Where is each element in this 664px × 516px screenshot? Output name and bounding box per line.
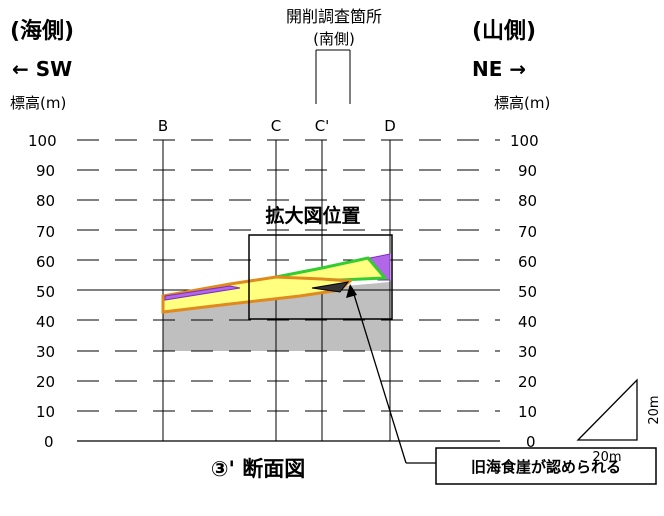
- mountain-direction-label: NE →: [472, 57, 526, 81]
- column-label-c-prime: C': [315, 117, 330, 135]
- left-tick: 0: [44, 433, 54, 451]
- right-tick: 70: [518, 223, 537, 241]
- left-tick: 80: [36, 192, 55, 210]
- dark-wedge: [311, 281, 350, 293]
- mountain-side-label: (山側): [472, 19, 536, 44]
- right-tick: 0: [526, 433, 536, 451]
- left-axis-unit: 標高(m): [10, 94, 66, 112]
- right-tick: 40: [518, 313, 537, 331]
- right-tick: 50: [518, 283, 537, 301]
- right-tick: 20: [518, 373, 537, 391]
- right-tick: 60: [518, 253, 537, 271]
- left-tick-labels: 100 90 80 70 60 50 40 30 20 10 0: [28, 132, 57, 451]
- scale-vertical-label: 20m: [647, 395, 662, 424]
- horizontal-grid: [77, 139, 500, 412]
- left-tick: 40: [36, 313, 55, 331]
- sea-side-label: (海側): [10, 18, 74, 44]
- left-tick: 100: [28, 132, 57, 150]
- scale-horizontal-label: 20m: [592, 450, 621, 465]
- right-tick: 10: [518, 403, 537, 421]
- left-tick: 90: [36, 162, 55, 180]
- scale-triangle: [576, 378, 638, 441]
- trench-sub-label: (南側): [313, 30, 355, 48]
- right-tick: 100: [510, 132, 539, 150]
- callout-text: 旧海食崖が認められる: [471, 458, 621, 476]
- callout-leader: [351, 287, 436, 464]
- callout-arrowhead: [346, 284, 357, 298]
- callout-box: [435, 447, 657, 485]
- sea-direction-label: ← SW: [12, 57, 72, 81]
- purple-lower-layer: [164, 285, 241, 301]
- right-axis-unit: 標高(m): [494, 94, 550, 112]
- trench-bracket: [315, 49, 351, 104]
- column-label-d: D: [384, 117, 396, 135]
- column-label-b: B: [158, 117, 168, 135]
- right-tick: 80: [518, 192, 537, 210]
- right-tick: 30: [518, 343, 537, 361]
- zoom-position-box: [248, 234, 393, 320]
- left-tick: 20: [36, 373, 55, 391]
- left-tick: 60: [36, 253, 55, 271]
- right-tick-labels: 100 90 80 70 60 50 40 30 20 10 0: [510, 132, 539, 451]
- zoom-label: 拡大図位置: [265, 204, 360, 227]
- left-tick: 10: [36, 403, 55, 421]
- left-tick: 50: [36, 283, 55, 301]
- left-tick: 30: [36, 343, 55, 361]
- section-title: ③' 断面図: [211, 457, 306, 481]
- left-tick: 70: [36, 223, 55, 241]
- vertical-column-lines: [162, 140, 391, 441]
- right-tick: 90: [518, 162, 537, 180]
- column-label-c: C: [271, 117, 281, 135]
- trench-label: 開削調査箇所: [286, 7, 382, 26]
